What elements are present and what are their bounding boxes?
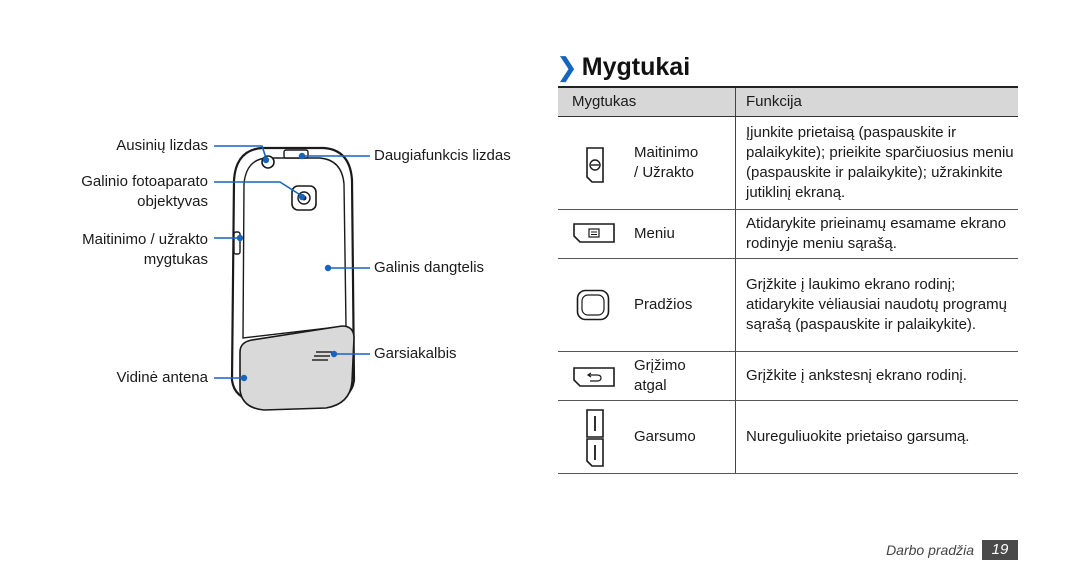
key-name-volume: Garsumo	[634, 428, 696, 445]
label-back-cover: Galinis dangtelis	[374, 259, 485, 276]
header-function: Funkcija	[746, 93, 802, 110]
footer-section-name: Darbo pradžia	[886, 542, 974, 558]
function-back: Grįžkite į ankstesnį ekrano rodinį.	[746, 367, 967, 384]
callout-dots	[236, 152, 338, 382]
phone-back-diagram: Ausinių lizdas Galinio fotoaparato objek…	[81, 137, 511, 411]
menu-key-icon	[573, 223, 615, 243]
keys-table: Mygtukas Funkcija Maitinimo / Užrakto Įj…	[558, 88, 1018, 474]
label-internal-antenna: Vidinė antena	[116, 369, 208, 386]
header-key: Mygtukas	[558, 88, 736, 116]
page-footer: Darbo pradžia 19	[886, 540, 1018, 560]
label-headset-jack: Ausinių lizdas	[116, 137, 208, 154]
volume-key-icon	[586, 409, 604, 467]
table-row: Garsumo Nureguliuokite prietaiso garsumą…	[558, 401, 1018, 474]
section-heading: ❯ Mygtukai	[556, 50, 690, 84]
function-power: Įjunkite prietaisą (paspauskite ir palai…	[746, 124, 1014, 201]
key-name-menu: Meniu	[634, 225, 675, 242]
power-key-icon	[586, 147, 604, 183]
table-row: Maitinimo / Užrakto Įjunkite prietaisą (…	[558, 117, 1018, 210]
key-name-power: Maitinimo	[634, 144, 699, 161]
label-multifunction-jack: Daugiafunkcis lizdas	[374, 147, 511, 164]
table-header: Mygtukas Funkcija	[558, 88, 1018, 117]
key-name-home: Pradžios	[634, 296, 693, 313]
section-title: Mygtukai	[581, 52, 691, 81]
label-camera-lens-line1: Galinio fotoaparato	[81, 173, 208, 190]
title-rule	[558, 86, 1018, 88]
table-row: Meniu Atidarykite prieinamų esamame ekra…	[558, 210, 1018, 259]
chevron-icon: ❯	[556, 51, 578, 82]
back-key-icon	[573, 367, 615, 387]
table-row: Pradžios Grįžkite į laukimo ekrano rodin…	[558, 259, 1018, 352]
function-home: Grįžkite į laukimo ekrano rodinį; atidar…	[746, 276, 1007, 333]
key-name-back: Grįžimo	[634, 357, 686, 374]
home-key-icon	[576, 289, 610, 321]
label-power-key-line1: Maitinimo / užrakto	[82, 231, 208, 248]
key-name-back-2: atgal	[634, 377, 667, 394]
label-power-key-line2: mygtukas	[143, 251, 208, 268]
function-menu: Atidarykite prieinamų esamame ekrano rod…	[746, 215, 1007, 252]
label-speaker: Garsiakalbis	[374, 345, 457, 362]
phone-back-illustration	[214, 145, 370, 411]
function-volume: Nureguliuokite prietaiso garsumą.	[746, 428, 970, 445]
page-number-badge: 19	[982, 540, 1018, 560]
speaker-grille	[312, 351, 332, 361]
label-camera-lens-line2: objektyvas	[137, 193, 208, 210]
speaker-panel	[239, 325, 355, 411]
key-name-power-2: / Užrakto	[634, 164, 695, 181]
table-row: Grįžimo atgal Grįžkite į ankstesnį ekran…	[558, 352, 1018, 401]
callout-lines	[214, 145, 370, 379]
